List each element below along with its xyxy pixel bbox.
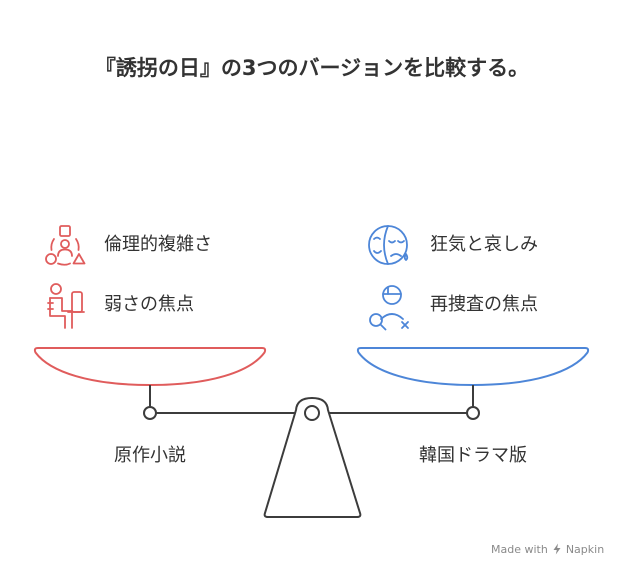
scale-fulcrum xyxy=(263,397,362,518)
detective-icon xyxy=(369,285,409,331)
left-side-label: 原作小説 xyxy=(114,445,186,466)
watermark-prefix: Made with xyxy=(491,542,548,556)
napkin-watermark: Made with Napkin xyxy=(491,541,604,557)
left-pivot xyxy=(143,406,157,420)
center-pivot xyxy=(304,405,320,421)
right-pan xyxy=(356,347,590,387)
watermark-brand: Napkin xyxy=(565,542,605,556)
right-item-madness-label: 狂気と哀しみ xyxy=(430,234,538,255)
vulnerability-icon xyxy=(47,283,85,329)
right-item-reinvestigation-label: 再捜査の焦点 xyxy=(430,294,538,315)
right-side-label: 韓国ドラマ版 xyxy=(419,445,527,466)
left-item-vulnerability-label: 弱さの焦点 xyxy=(104,294,194,315)
left-item-ethics-label: 倫理的複雑さ xyxy=(104,234,212,255)
diagram-title: 『誘拐の日』の3つのバージョンを比較する。 xyxy=(94,56,530,80)
right-pivot xyxy=(466,406,480,420)
left-pan xyxy=(33,347,267,387)
drama-masks-icon xyxy=(368,225,409,265)
napkin-logo-icon xyxy=(553,543,561,555)
ethics-icon xyxy=(45,225,86,266)
